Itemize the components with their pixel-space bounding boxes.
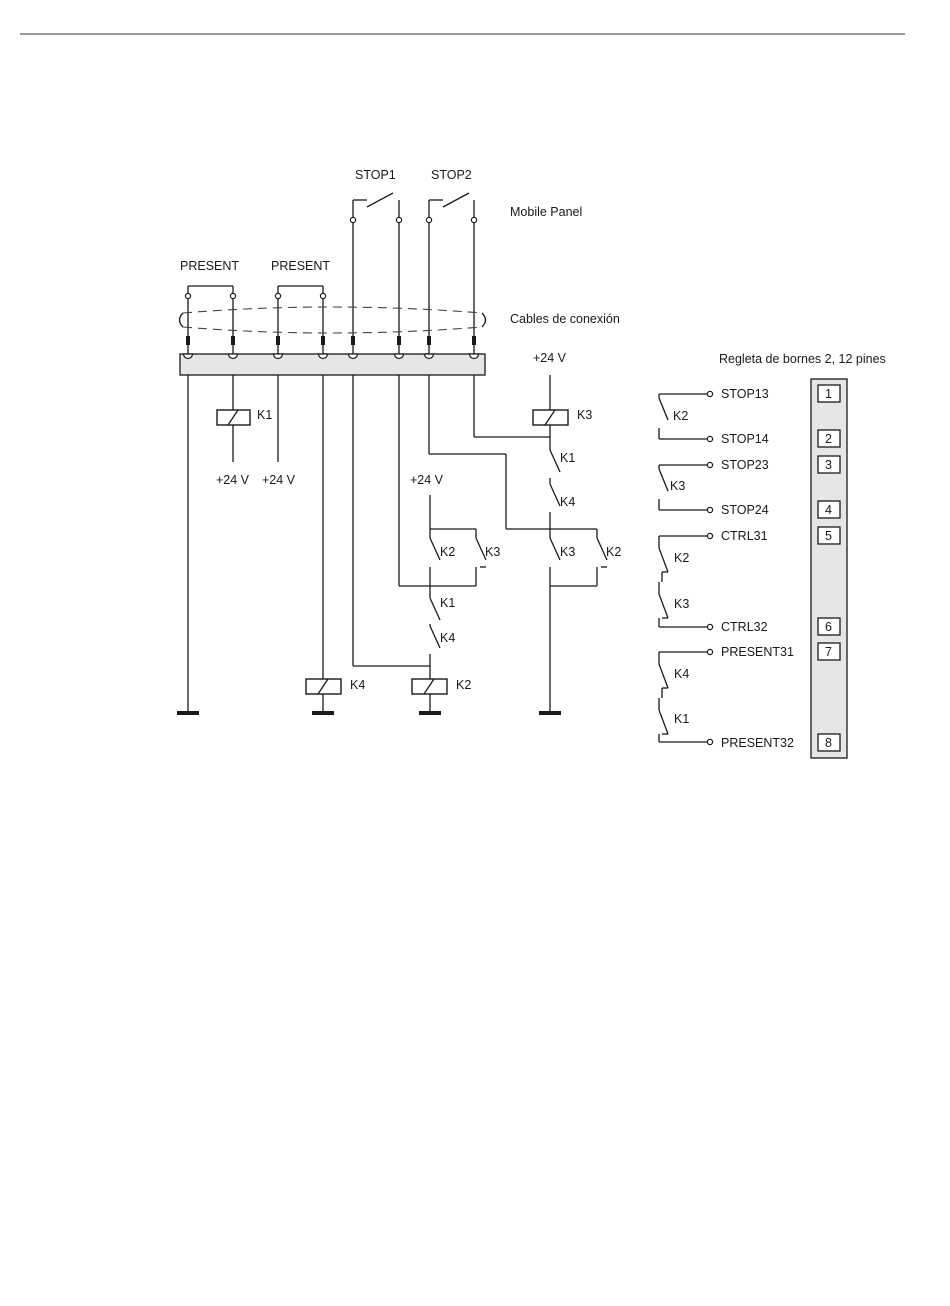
- pin-number-1: 1: [825, 387, 832, 401]
- terminal-contact-wiring: [659, 391, 713, 744]
- cable-wires: [186, 223, 476, 345]
- pin-number-3: 3: [825, 458, 832, 472]
- supply-label-present: +24 V: [262, 473, 296, 487]
- contact-label-k2-left: K2: [440, 545, 455, 559]
- coil-label-k1: K1: [257, 408, 272, 422]
- contact-label-k4-left: K4: [440, 631, 455, 645]
- terminal-strip-title: Regleta de bornes 2, 12 pines: [719, 352, 886, 366]
- signal-stop13: STOP13: [721, 387, 769, 401]
- signal-stop24: STOP24: [721, 503, 769, 517]
- pin-number-5: 5: [825, 529, 832, 543]
- coil-label-k3: K3: [577, 408, 592, 422]
- contact-label-k4-right: K4: [560, 495, 575, 509]
- contact-label-k2-right: K2: [606, 545, 621, 559]
- stop1-label: STOP1: [355, 168, 396, 182]
- coil-k1: [217, 410, 250, 425]
- contact-label-k3-left: K3: [485, 545, 500, 559]
- contact-label-k1-left: K1: [440, 596, 455, 610]
- signal-stop23: STOP23: [721, 458, 769, 472]
- pin-number-4: 4: [825, 503, 832, 517]
- terminal-contact-label-present-k1: K1: [674, 712, 689, 726]
- signal-present31: PRESENT31: [721, 645, 794, 659]
- coil-label-k2: K2: [456, 678, 471, 692]
- signal-stop14: STOP14: [721, 432, 769, 446]
- contact-label-k1-right: K1: [560, 451, 575, 465]
- terminal-contact-label-k3: K3: [670, 479, 685, 493]
- connector-strip: [180, 345, 485, 375]
- signal-ctrl32: CTRL32: [721, 620, 768, 634]
- contact-label-k3-right: K3: [560, 545, 575, 559]
- supply-label-k2-chain: +24 V: [410, 473, 444, 487]
- supply-label-k1: +24 V: [216, 473, 250, 487]
- signal-ctrl31: CTRL31: [721, 529, 768, 543]
- pin-number-6: 6: [825, 620, 832, 634]
- cables-label: Cables de conexión: [510, 312, 620, 326]
- pin-number-2: 2: [825, 432, 832, 446]
- terminal-contact-label-ctrl-k3: K3: [674, 597, 689, 611]
- terminal-contact-label-ctrl-k2: K2: [674, 551, 689, 565]
- terminal-contact-label-present-k4: K4: [674, 667, 689, 681]
- stop1-switch: [350, 193, 401, 223]
- stop2-switch: [426, 193, 476, 223]
- present-bridge-b: [275, 286, 325, 299]
- present-label-a: PRESENT: [180, 259, 239, 273]
- stop2-label: STOP2: [431, 168, 472, 182]
- coil-k2: [412, 679, 447, 694]
- coil-k4: [306, 679, 341, 694]
- pin-number-8: 8: [825, 736, 832, 750]
- pin-number-7: 7: [825, 645, 832, 659]
- present-bridge-a: [185, 286, 235, 299]
- terminal-contact-label-k2: K2: [673, 409, 688, 423]
- mobile-panel-label: Mobile Panel: [510, 205, 582, 219]
- coil-label-k4: K4: [350, 678, 365, 692]
- present-label-b: PRESENT: [271, 259, 330, 273]
- cable-bundle-outline: [180, 307, 486, 333]
- supply-label-k3-chain: +24 V: [533, 351, 567, 365]
- signal-present32: PRESENT32: [721, 736, 794, 750]
- coil-k3: [533, 410, 568, 425]
